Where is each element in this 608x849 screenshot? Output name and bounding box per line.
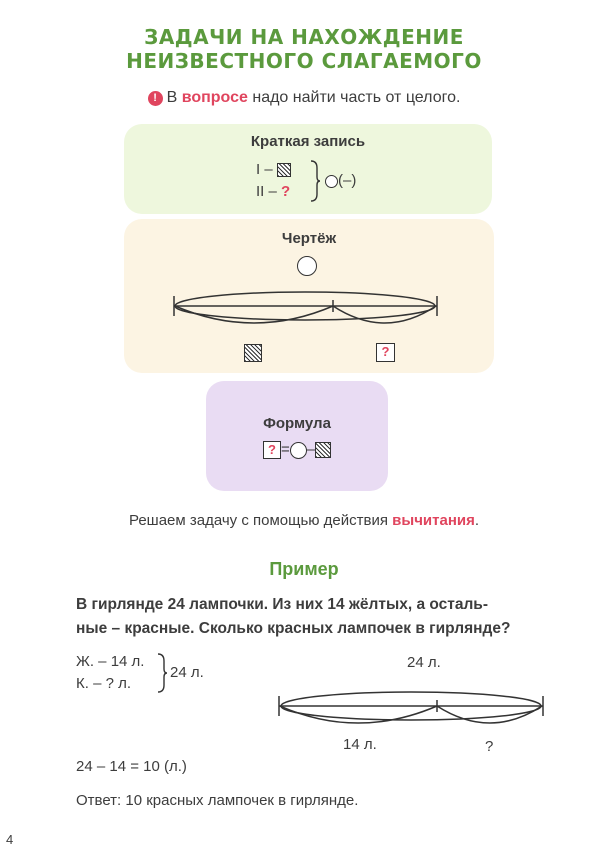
unknown-part-box: ? — [376, 343, 395, 362]
formula-hatched-icon — [315, 442, 332, 459]
example-record-total: 24 л. — [170, 664, 204, 681]
hint-rest: надо найти часть от целого. — [252, 89, 461, 106]
solve-line: Решаем задачу с помощью действия вычитан… — [0, 512, 608, 529]
example-segment-right: ? — [485, 738, 494, 755]
example-record-row1: Ж. – 14 л. — [76, 653, 145, 670]
known-part-hatched-icon — [244, 344, 262, 362]
example-brace-icon — [157, 653, 168, 693]
example-title: Пример — [269, 559, 339, 579]
hint-highlight: вопросе — [181, 89, 248, 106]
whole-circle-icon — [297, 256, 317, 276]
example-calculation: 24 – 14 = 10 (л.) — [76, 758, 187, 775]
page-number: 4 — [6, 832, 14, 847]
circle-icon — [325, 174, 338, 188]
hint-prefix: В — [166, 89, 178, 106]
hint-line: !В вопросе надо найти часть от целого. — [0, 89, 608, 107]
page-title-line2: НЕИЗВЕСТНОГО СЛАГАЕМОГО — [126, 49, 482, 73]
formula-expression: ?=– — [206, 440, 388, 460]
hatched-square-icon — [276, 163, 291, 178]
example-record-row2: К. – ? л. — [76, 675, 132, 692]
short-record-row2-label: II – — [256, 183, 277, 200]
example-answer: Ответ: 10 красных лампочек в гирлянде. — [76, 792, 359, 809]
solve-suffix: . — [474, 512, 480, 529]
solve-highlight: вычитания — [392, 512, 475, 529]
brace-icon — [310, 160, 321, 202]
exclamation-icon: ! — [147, 91, 163, 106]
short-record-row2-question: ? — [281, 183, 291, 200]
formula-minus: – — [306, 441, 316, 458]
short-record-row1: I – — [256, 160, 291, 180]
formula-equals: = — [280, 441, 290, 458]
page-title-line1: ЗАДАЧИ НА НАХОЖДЕНИЕ — [144, 25, 464, 49]
example-problem-line1: В гирлянде 24 лампочки. Из них 14 жёлтых… — [76, 596, 488, 613]
solve-prefix: Решаем задачу с помощью действия — [128, 512, 388, 529]
example-segment-total: 24 л. — [407, 654, 441, 671]
short-record-panel — [124, 124, 492, 214]
formula-unknown-box: ? — [262, 441, 281, 460]
drawing-title: Чертёж — [281, 230, 337, 247]
example-segment-left: 14 л. — [343, 736, 377, 753]
drawing-panel — [124, 219, 494, 373]
formula-title: Формула — [263, 415, 331, 432]
short-record-title: Краткая запись — [250, 133, 366, 150]
example-problem-line2: ные – красные. Сколько красных лампочек … — [76, 620, 511, 637]
short-record-row1-label: I – — [256, 161, 273, 178]
formula-circle-icon — [289, 441, 307, 459]
short-record-result-text: (–) — [338, 172, 357, 189]
short-record-result: (–) — [325, 172, 356, 190]
short-record-row2: II – ? — [256, 182, 290, 202]
formula-panel — [206, 381, 388, 491]
